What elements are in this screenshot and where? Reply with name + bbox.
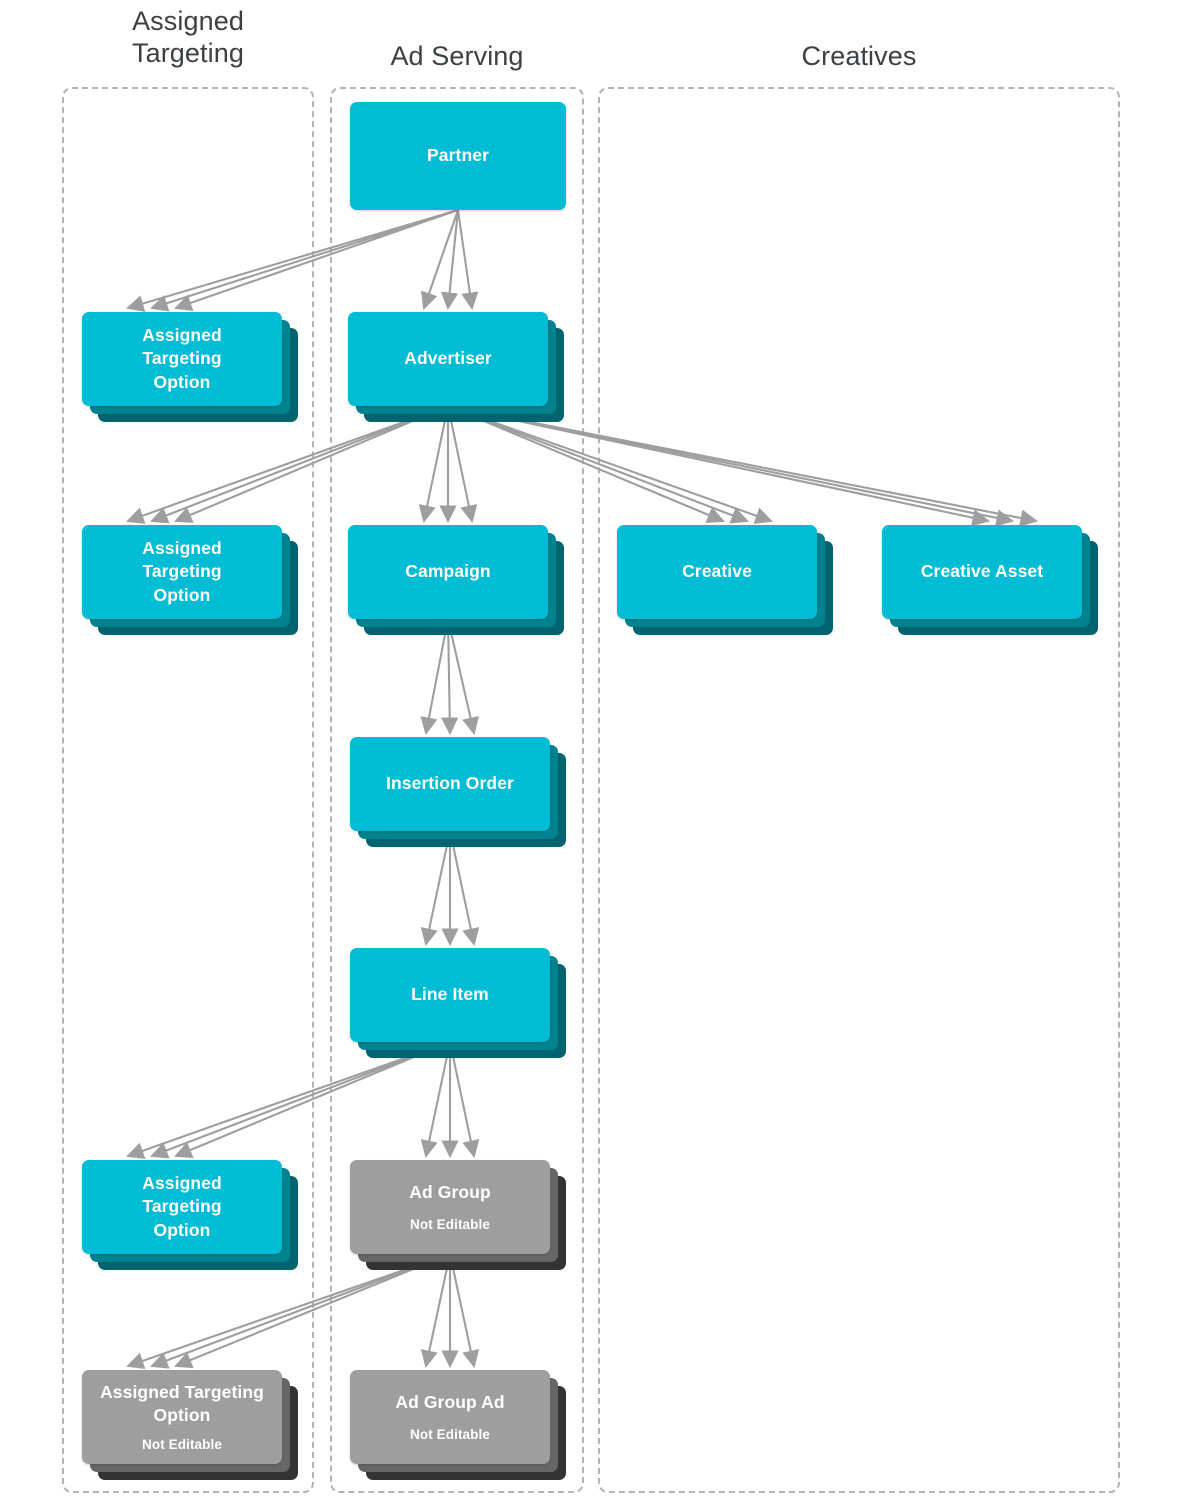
node-face[interactable]: Creative [617,525,817,619]
node-assigned-targeting-option-partner[interactable]: Assigned Targeting Option [82,312,298,422]
node-assigned-targeting-option-advertiser[interactable]: Assigned Targeting Option [82,525,298,635]
node-face[interactable]: Ad Group Ad Not Editable [350,1370,550,1464]
node-face[interactable]: Creative Asset [882,525,1082,619]
node-label: Campaign [405,561,491,582]
node-face[interactable]: Advertiser [348,312,548,406]
lane-assigned-targeting [62,87,314,1493]
node-face[interactable]: Line Item [350,948,550,1042]
node-creative-asset[interactable]: Creative Asset [882,525,1098,635]
node-status-badge: Not Editable [410,1217,490,1233]
node-face[interactable]: Ad Group Not Editable [350,1160,550,1254]
node-face[interactable]: Campaign [348,525,548,619]
node-label: Assigned Targeting Option [100,1382,264,1426]
node-assigned-targeting-option-line-item[interactable]: Assigned Targeting Option [82,1160,298,1270]
node-label: Insertion Order [386,773,514,794]
node-status-badge: Not Editable [410,1427,490,1443]
column-header-ad-serving: Ad Serving [390,41,524,71]
node-face[interactable]: Assigned Targeting Option [82,525,282,619]
node-assigned-targeting-option-ad-group[interactable]: Assigned Targeting Option Not Editable [82,1370,298,1480]
node-label: Assigned Targeting Option [142,325,222,392]
node-partner[interactable]: Partner [350,102,566,210]
node-label: Assigned Targeting Option [142,538,222,605]
node-face[interactable]: Assigned Targeting Option [82,1160,282,1254]
column-header-line-2: Targeting [132,37,244,68]
node-status-badge: Not Editable [142,1436,222,1452]
node-ad-group-ad[interactable]: Ad Group Ad Not Editable [350,1370,566,1480]
node-line-item[interactable]: Line Item [350,948,566,1058]
node-face[interactable]: Assigned Targeting Option Not Editable [82,1370,282,1464]
node-face[interactable]: Insertion Order [350,737,550,831]
column-header-creatives: Creatives [801,41,917,71]
node-label: Ad Group [409,1181,491,1202]
node-insertion-order[interactable]: Insertion Order [350,737,566,847]
node-face[interactable]: Assigned Targeting Option [82,312,282,406]
node-label: Ad Group Ad [395,1391,505,1412]
lane-creatives [598,87,1120,1493]
lane-ad-serving [330,87,584,1493]
node-campaign[interactable]: Campaign [348,525,564,635]
node-label: Partner [427,145,489,166]
node-label: Creative Asset [920,561,1044,582]
node-creative[interactable]: Creative [617,525,833,635]
node-label: Assigned Targeting Option [142,1173,222,1240]
node-label: Creative [682,561,752,582]
column-header-assigned-targeting: Assigned Targeting [62,6,314,70]
node-label: Advertiser [404,348,492,369]
node-advertiser[interactable]: Advertiser [348,312,564,422]
column-header-line-1: Assigned [132,6,244,36]
node-face[interactable]: Partner [350,102,566,210]
node-label: Line Item [411,984,489,1005]
node-ad-group[interactable]: Ad Group Not Editable [350,1160,566,1270]
